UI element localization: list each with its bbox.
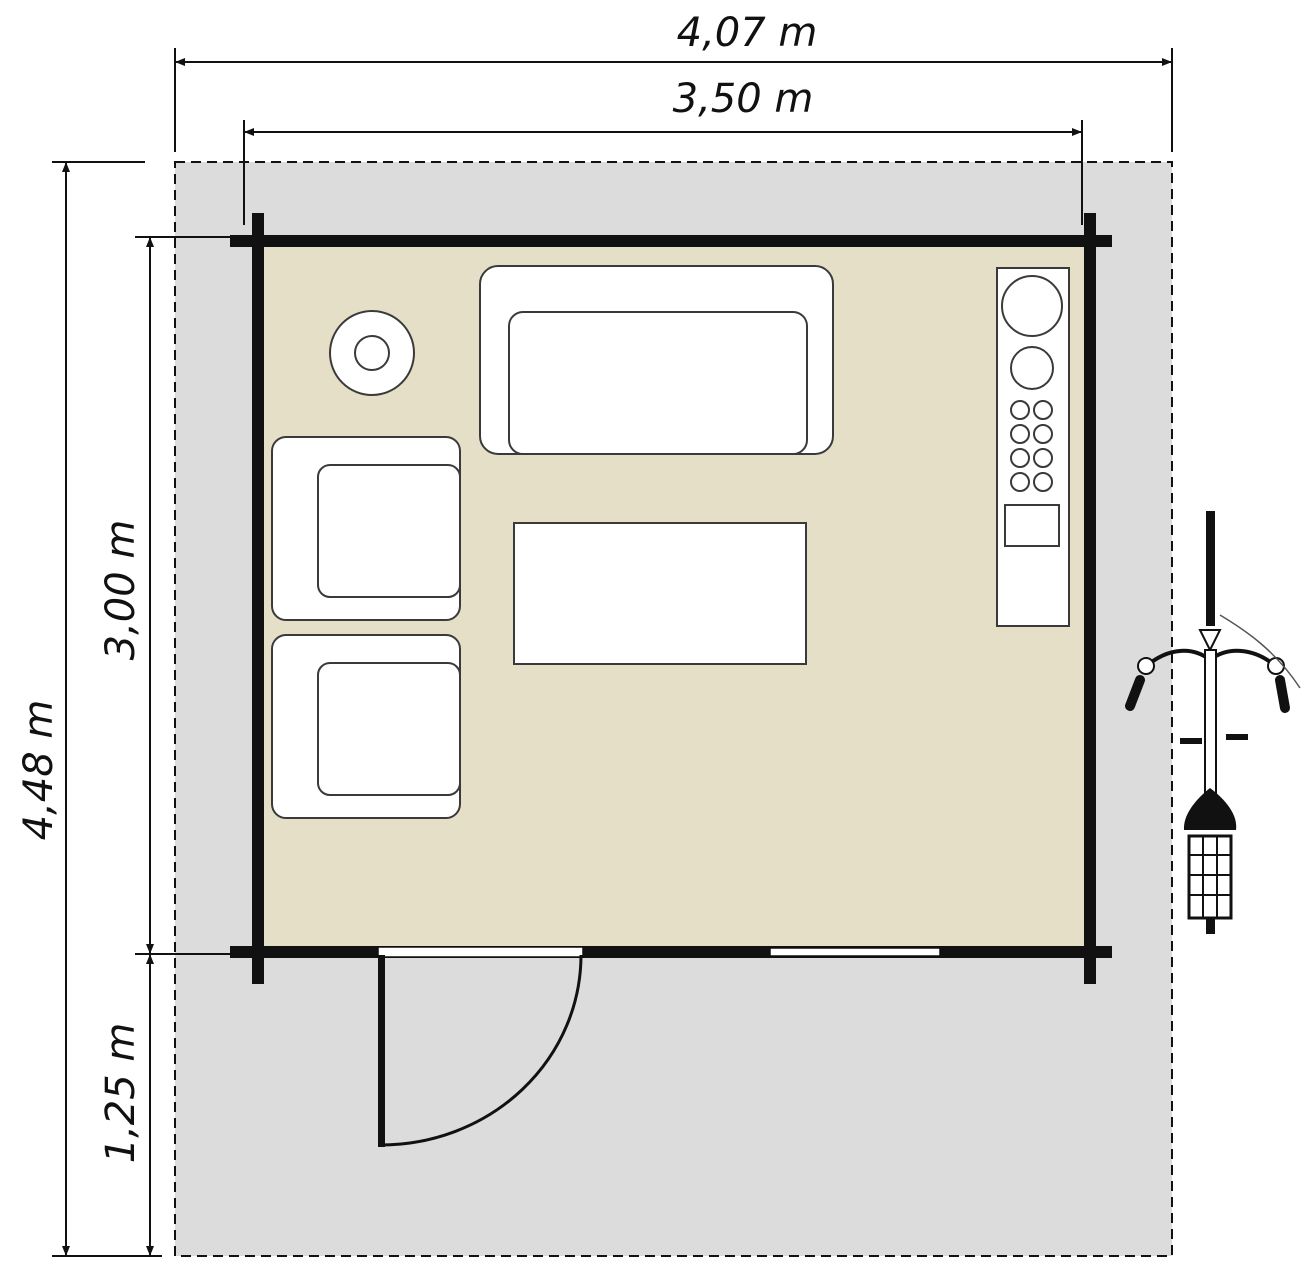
sink-large-icon	[1001, 275, 1063, 337]
wall-bottom	[230, 946, 1112, 958]
armchair	[271, 436, 461, 621]
coffee-table	[513, 522, 807, 665]
armchair	[271, 634, 461, 819]
dimension-total-width: 4,07 m	[174, 10, 1173, 152]
dimension-total-depth: 4,48 m	[16, 161, 162, 1257]
total-width-label: 4,07 m	[677, 10, 818, 56]
oven-icon	[1004, 504, 1060, 547]
side-table	[329, 310, 415, 396]
dimension-room-depth: 3,00 m	[98, 236, 232, 955]
inner-width-label: 3,50 m	[673, 76, 814, 122]
terrace-depth-label: 1,25 m	[98, 1023, 144, 1164]
total-depth-label: 4,48 m	[16, 700, 62, 841]
wall-top	[230, 235, 1112, 247]
cooktop-burners-icon	[1010, 400, 1053, 492]
door-leaf	[378, 955, 385, 1147]
window	[769, 947, 941, 957]
door-opening	[377, 946, 584, 958]
bicycle-icon	[1125, 511, 1301, 934]
sofa	[479, 265, 834, 455]
room-depth-label: 3,00 m	[98, 520, 144, 661]
dimension-inner-width: 3,50 m	[243, 76, 1083, 225]
sink-small-icon	[1010, 346, 1054, 390]
wall-right	[1084, 213, 1096, 984]
dimension-terrace-depth: 1,25 m	[98, 954, 154, 1256]
door	[378, 954, 583, 1147]
wall-left	[252, 213, 264, 984]
door-swing-arc	[380, 954, 583, 1147]
kitchen-counter	[996, 267, 1070, 627]
